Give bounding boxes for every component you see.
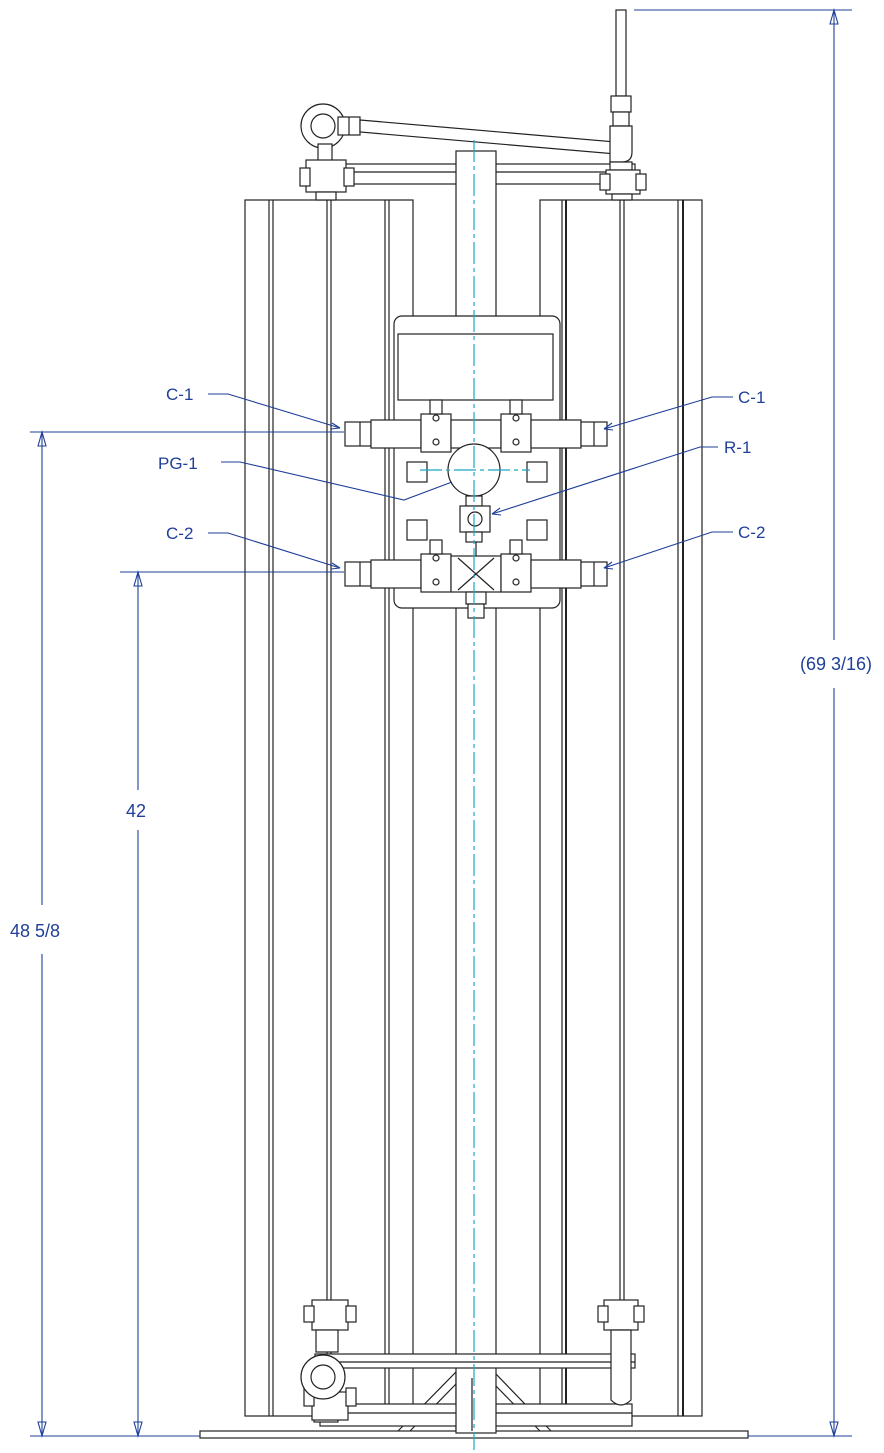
left-desiccant-tower [244, 199, 414, 1417]
callout-c2-left: C-2 [166, 524, 193, 543]
dimension-overall-height-label: (69 3/16) [800, 654, 872, 674]
callout-c1-right: C-1 [738, 388, 765, 407]
dimension-upper-port [30, 429, 344, 1439]
dimension-lower-port-label: 42 [126, 801, 146, 821]
centerlines [420, 140, 530, 1450]
dimension-upper-port-label: 48 5/8 [10, 921, 60, 941]
callout-leaders [208, 393, 733, 570]
top-right-exhaust-fitting [599, 9, 647, 201]
dimension-overall-height [634, 7, 852, 1439]
callout-pg1: PG-1 [158, 454, 198, 473]
bottom-left-drain-fitting [303, 1387, 357, 1423]
lower-manifold-detail [300, 1299, 645, 1406]
callout-c2-right: C-2 [738, 523, 765, 542]
callout-r1: R-1 [724, 438, 751, 457]
right-desiccant-tower [539, 199, 703, 1417]
dimension-lower-port [120, 569, 344, 1439]
upper-switching-valve-row [344, 399, 608, 453]
callout-c1-left: C-1 [166, 385, 193, 404]
lower-switching-valve-row [344, 539, 608, 619]
purge-regulator [459, 505, 491, 543]
